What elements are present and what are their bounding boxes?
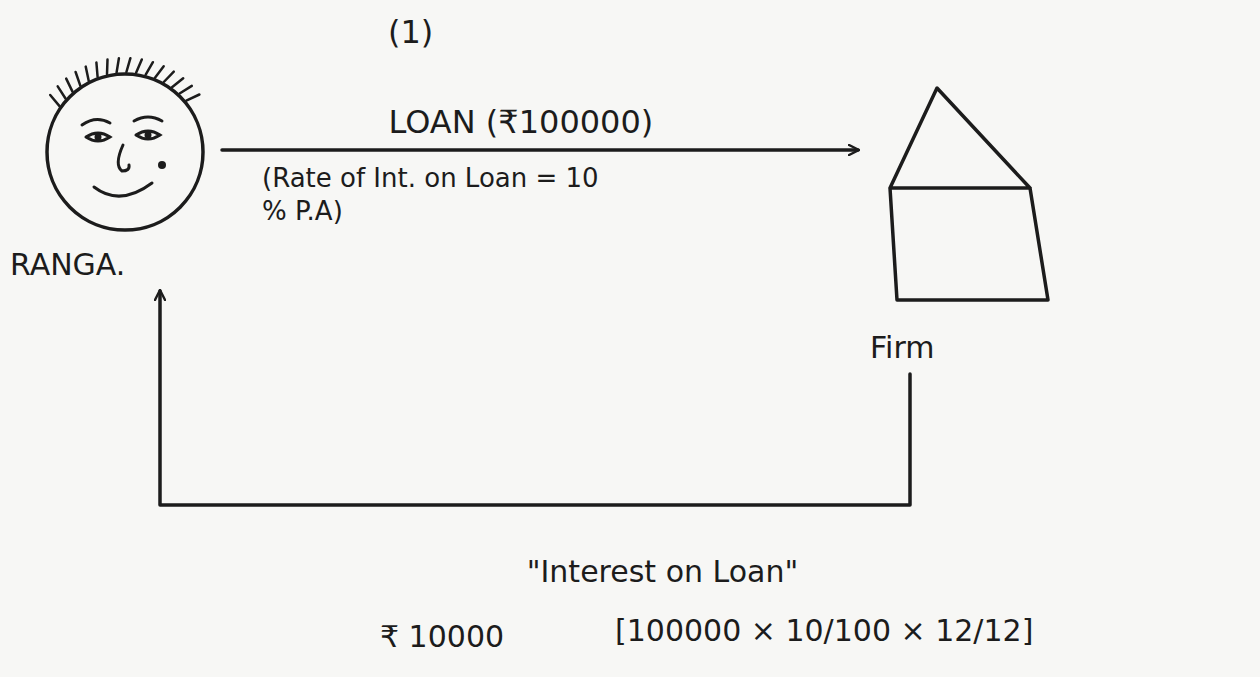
face-feature [134,117,162,121]
node-name: RANGA. [10,247,125,283]
hair [50,58,199,106]
mole [158,161,166,169]
pupil [95,134,102,141]
firm-house: Firm [860,80,1060,372]
amount: ₹ 10000 [380,618,540,656]
face-feature [94,183,152,196]
face-feature [82,119,110,125]
face-outline [47,74,203,230]
face-feature [118,145,129,171]
face-feature [86,133,110,141]
edge-label: LOAN (₹100000) [389,102,654,142]
connector [160,291,910,505]
connector [222,148,858,152]
house-outline [890,88,1048,300]
person-face: RANGA. [10,65,220,289]
node-name: Firm [870,330,934,366]
formula: [100000 × 10/100 × 12/12] [615,612,1075,650]
house-shape [860,80,1060,320]
pupil [145,132,152,139]
face-feature [136,131,160,139]
rate-note: (Rate of Int. on Loan = 10 % P.A) [262,162,602,227]
callout-number: (1) [388,12,468,52]
edge-label: "Interest on Loan" [527,553,799,591]
